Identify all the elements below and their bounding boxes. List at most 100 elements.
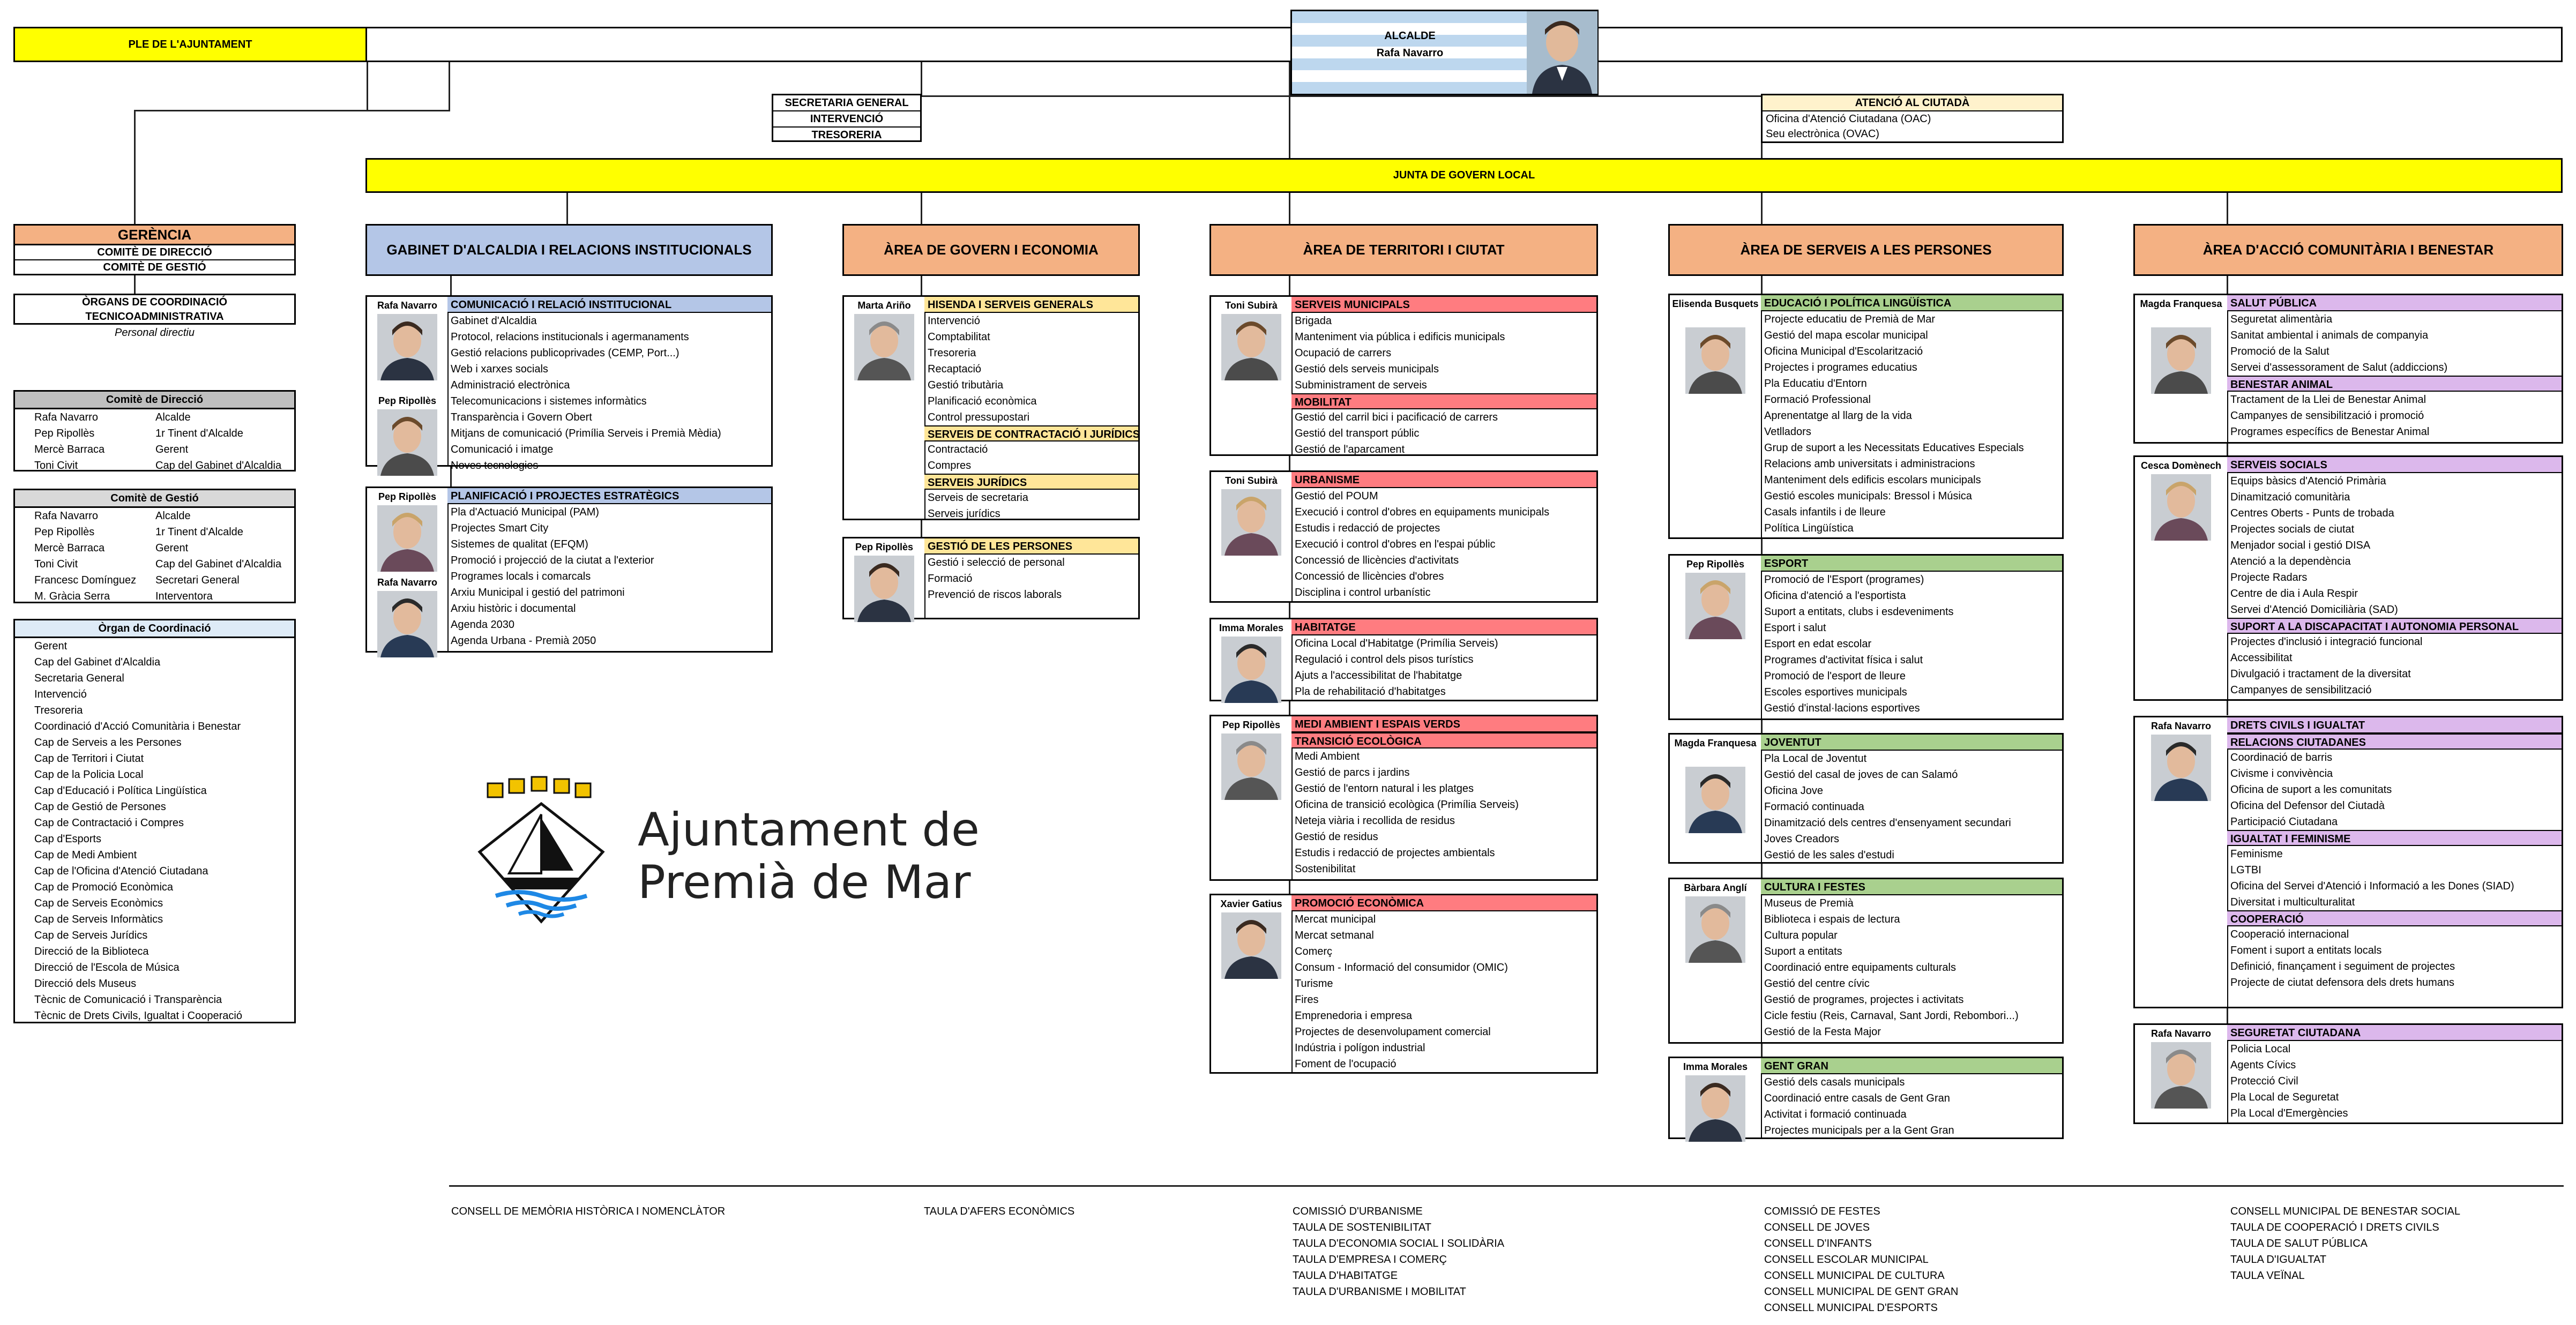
person-name: Xavier Gatius — [1220, 899, 1282, 909]
connector — [1289, 276, 1290, 297]
person-photo — [1221, 637, 1281, 703]
section-heading: CULTURA I FESTES — [1761, 879, 2062, 895]
list-item: Mercat municipal — [1295, 914, 1376, 925]
section-heading: SALUT PÚBLICA — [2227, 295, 2562, 311]
list-item: Projectes municipals per a la Gent Gran — [1764, 1125, 1954, 1136]
connector — [921, 520, 922, 538]
list-item: Projectes socials de ciutat — [2230, 523, 2355, 535]
atencio-ciutada-box[interactable]: ATENCIÓ AL CIUTADÀ Oficina d'Atenció Ciu… — [1761, 94, 2064, 143]
list-item: Civisme i convivència — [2230, 768, 2333, 780]
list-item: Secretaria General — [34, 672, 124, 684]
list-item: Formació Professional — [1764, 394, 1871, 406]
card-people: Toni Subirà — [1211, 472, 1293, 601]
connector — [1761, 718, 1763, 734]
person-name: Rafa Navarro — [377, 577, 438, 588]
area-header-serveis-persones[interactable]: ÀREA DE SERVEIS A LES PERSONES — [1668, 224, 2064, 276]
area-header-accio-comunitaria[interactable]: ÀREA D'ACCIÓ COMUNITÀRIA I BENESTAR — [2133, 224, 2563, 276]
list-item: Menjador social i gestió DISA — [2230, 540, 2371, 551]
person-name: M. Gràcia Serra — [34, 590, 110, 602]
list-item: Protocol, relacions institucionals i age… — [451, 331, 689, 343]
list-item: Gestió de l'aparcament — [1295, 444, 1405, 455]
alcalde-box[interactable]: ALCALDE Rafa Navarro — [1290, 10, 1599, 95]
list-item: Comptabilitat — [928, 331, 990, 343]
section-heading: HISENDA I SERVEIS GENERALS — [924, 297, 1138, 313]
person-photo — [1685, 767, 1745, 833]
list-item: Grup de suport a les Necessitats Educati… — [1764, 442, 2024, 454]
section-heading: SERVEIS SOCIALS — [2227, 457, 2562, 473]
list-item: Estudis i redacció de projectes ambienta… — [1295, 847, 1495, 859]
area-header-territori-ciutat[interactable]: ÀREA DE TERRITORI I CIUTAT — [1209, 224, 1598, 276]
section-heading: PLANIFICACIÓ I PROJECTES ESTRATÈGICS — [447, 488, 771, 504]
connector — [1289, 603, 1290, 619]
secretaria-box[interactable]: SECRETARIA GENERAL INTERVENCIÓ TRESORERI… — [772, 94, 922, 142]
gerencia-title: GERÈNCIA — [15, 226, 294, 245]
connector — [134, 110, 136, 225]
list-item: Projecte de ciutat defensora dels drets … — [2230, 977, 2455, 989]
area-header-govern-economia[interactable]: ÀREA DE GOVERN I ECONOMIA — [842, 224, 1140, 276]
list-item: Agenda 2030 — [451, 619, 515, 631]
list-item: Gestió escoles municipals: Bressol i Mús… — [1764, 490, 1972, 502]
section-heading: ESPORT — [1761, 556, 2062, 572]
list-item: Divulgació i tractament de la diversitat — [2230, 668, 2411, 680]
comite-direccio-link[interactable]: COMITÈ DE DIRECCIÓ — [15, 245, 294, 260]
list-item: Oficina del Servei d'Atenció i Informaci… — [2230, 880, 2514, 892]
card-people: Magda Franquesa — [2135, 295, 2228, 442]
organs-coordinacio-box[interactable]: ÒRGANS DE COORDINACIÓ TECNICOADMINISTRAT… — [13, 294, 296, 325]
list-item: Mitjans de comunicació (Primília Serveis… — [451, 428, 721, 439]
person-name: Rafa Navarro — [34, 510, 98, 522]
area-header-gabinet[interactable]: GABINET D'ALCALDIA I RELACIONS INSTITUCI… — [365, 224, 773, 276]
list-item: Disciplina i control urbanístic — [1295, 587, 1431, 598]
list-item: Cap de Gestió de Persones — [34, 801, 166, 813]
ple-ajuntament-box[interactable]: PLE DE L'AJUNTAMENT — [13, 27, 367, 62]
junta-govern-bar[interactable]: JUNTA DE GOVERN LOCAL — [365, 158, 2563, 193]
intervencio-item: INTERVENCIÓ — [773, 111, 920, 128]
atencio-item: Seu electrònica (OVAC) — [1766, 128, 1879, 140]
person-name: Elisenda Busquets — [1672, 298, 1759, 309]
person-photo — [1685, 896, 1745, 963]
list-item: Cap de Promoció Econòmica — [34, 881, 174, 893]
list-item: Coordinació entre casals de Gent Gran — [1764, 1092, 1950, 1104]
list-item: Gestió de l'entorn natural i les platges — [1295, 783, 1474, 795]
list-item: Telecomunicacions i sistemes informàtics — [451, 395, 647, 407]
list-item: Oficina Jove — [1764, 785, 1824, 797]
list-item: Gestió del centre cívic — [1764, 978, 1870, 990]
connector — [921, 95, 1290, 97]
person-photo — [1685, 1075, 1745, 1142]
list-item: Contractació — [928, 444, 988, 455]
list-item: Gestió del POUM — [1295, 490, 1378, 502]
comite-gestio-link[interactable]: COMITÈ DE GESTIÓ — [103, 261, 206, 273]
list-item: Tècnic de Comunicació i Transparència — [34, 994, 222, 1006]
person-name: Rafa Navarro — [34, 411, 98, 423]
connector — [450, 466, 452, 488]
gerencia-box[interactable]: GERÈNCIA COMITÈ DE DIRECCIÓ COMITÈ DE GE… — [13, 224, 296, 275]
connector — [2227, 699, 2228, 715]
atencio-item: Oficina d'Atenció Ciutadana (OAC) — [1766, 113, 1931, 125]
